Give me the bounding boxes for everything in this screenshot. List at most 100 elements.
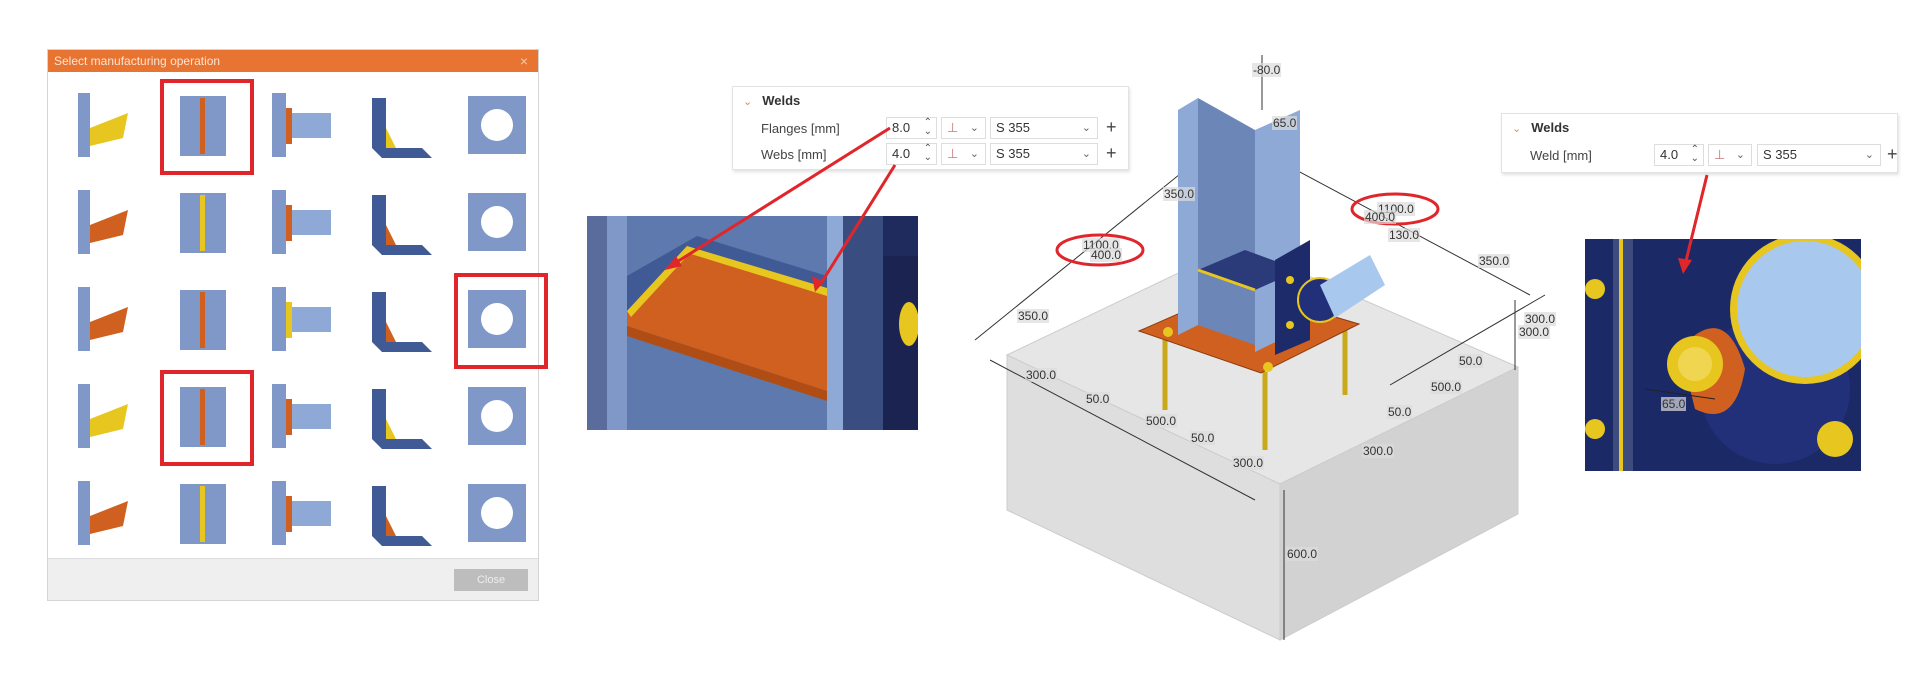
weld-label: Weld [mm]: [1530, 148, 1592, 163]
gusset-pipe-icon: [180, 289, 226, 350]
plate-with-hole-icon: [468, 95, 526, 154]
operation-grid: [56, 76, 548, 561]
chevron-down-icon: ⌄: [1735, 149, 1745, 161]
callout-arrows: [671, 126, 1709, 286]
column-splice-icon: [272, 189, 331, 254]
operation-tile-bolted-plate-angled[interactable]: [350, 367, 448, 464]
chevron-down-icon: ⌄: [1081, 122, 1091, 134]
add-icon[interactable]: +: [1887, 144, 1898, 164]
haunch-beam-icon: [272, 480, 331, 545]
pipe-elbow-icon: [78, 383, 128, 448]
welds-header[interactable]: ⌄ Welds: [1512, 120, 1569, 135]
weld-material-select[interactable]: S 355⌄: [990, 143, 1098, 165]
chevron-down-icon: ⌄: [969, 122, 979, 134]
dimension-label: 300.0: [1524, 312, 1557, 326]
column-bolted-plate-icon: [272, 286, 331, 351]
bolted-flange-plate-icon: [372, 194, 432, 255]
weld-material-select[interactable]: S 355 ⌄: [990, 117, 1098, 139]
add-icon[interactable]: +: [1106, 117, 1117, 137]
operation-tile-haunch-beam[interactable]: [252, 464, 350, 561]
fillet-weld-icon: ⊥: [1714, 147, 1726, 162]
spinner-icon[interactable]: ⌃⌄: [1690, 144, 1699, 164]
chevron-down-icon: ⌄: [969, 148, 979, 160]
operation-tile-grout-base[interactable]: [56, 464, 154, 561]
material-value: S 355: [996, 120, 1030, 135]
dialog-footer: Close: [48, 558, 538, 600]
operation-tile-plate-with-weld[interactable]: [154, 76, 254, 175]
operation-tile-end-plate-beam[interactable]: [252, 76, 350, 173]
stiffener-corner-icon: [372, 97, 432, 158]
add-icon[interactable]: +: [1106, 143, 1117, 163]
operation-tile-column-bracket[interactable]: [448, 464, 546, 561]
operation-tile-fin-plate-bolted[interactable]: [350, 270, 448, 367]
welds-header[interactable]: ⌄Welds: [743, 93, 800, 108]
fillet-weld-icon: ⊥: [947, 120, 959, 135]
concrete-block-side: [1279, 366, 1519, 641]
manufacturing-operation-dialog: Select manufacturing operation × Close: [47, 49, 548, 601]
operation-tile-truss-node[interactable]: [350, 464, 448, 561]
close-icon[interactable]: ×: [519, 53, 528, 69]
stiffener: [1198, 250, 1300, 290]
operation-tile-column-bolted-plate[interactable]: [252, 270, 350, 367]
highlight-ellipse: [1350, 192, 1440, 226]
weld-thickness-input[interactable]: 8.0⌃⌄: [886, 117, 937, 139]
operation-tile-bolted-beam-flange[interactable]: [448, 173, 546, 270]
weld-thickness-input[interactable]: 4.0⌃⌄: [886, 143, 937, 165]
weld-value: 4.0: [1660, 147, 1679, 162]
pipe-opening-icon: [180, 483, 226, 544]
bolted-plate-angled-icon: [372, 388, 432, 449]
pipe: [1320, 255, 1385, 318]
highlight-ellipse: [1055, 233, 1145, 267]
dimension-label: 65.0: [1272, 116, 1298, 130]
diagonal-bracing-icon: [78, 286, 128, 351]
spinner-icon[interactable]: ⌃⌄: [923, 117, 932, 137]
operation-tile-bolted-column-beam[interactable]: [56, 173, 154, 270]
operation-tile-pipe-opening[interactable]: [154, 464, 252, 561]
detail-render: [587, 216, 918, 430]
operation-tile-plate-weld-area[interactable]: [154, 367, 254, 466]
operation-tile-flange-weld[interactable]: [448, 367, 546, 464]
operation-tile-bolted-flange-plate[interactable]: [350, 173, 448, 270]
dialog-title: Select manufacturing operation: [54, 54, 221, 68]
anchor-bolts: [1162, 330, 1348, 450]
weld-type-select[interactable]: ⊥⌄: [1708, 144, 1752, 166]
welds-title: Welds: [1531, 120, 1570, 135]
dimension-label: 300.0: [1025, 368, 1058, 382]
operation-tile-base-plate-anchors[interactable]: [448, 270, 548, 369]
grout-base-icon: [78, 480, 128, 545]
weld-row-webs: Webs [mm] 4.0⌃⌄ ⊥⌄ S 355⌄ +: [733, 143, 1128, 167]
weld-material-select[interactable]: S 355⌄: [1757, 144, 1881, 166]
weld-label: Flanges [mm]: [761, 121, 840, 136]
end-plate-beam-icon: [272, 92, 331, 157]
operation-tile-stiffener-corner[interactable]: [350, 76, 448, 173]
operation-tile-beam-to-column-angle[interactable]: [56, 76, 154, 173]
column-flange: [1178, 98, 1198, 335]
dialog-title-bar: Select manufacturing operation ×: [48, 50, 538, 72]
dimension-label: -80.0: [1252, 63, 1282, 77]
dimension-label: 65.0: [1661, 397, 1687, 411]
weld-type-select[interactable]: ⊥⌄: [941, 143, 986, 165]
operation-tile-beam-splice-bolted[interactable]: [154, 173, 252, 270]
operation-tile-plate-with-hole[interactable]: [448, 76, 546, 173]
weld-thickness-input[interactable]: 4.0 ⌃⌄: [1654, 144, 1704, 166]
chevron-down-icon: ⌄: [1512, 123, 1522, 135]
dimension-label: 50.0: [1387, 405, 1413, 419]
spinner-icon[interactable]: ⌃⌄: [923, 143, 932, 163]
close-button[interactable]: Close: [454, 569, 528, 591]
operation-tile-gusset-pipe[interactable]: [154, 270, 252, 367]
beam-splice-bolted-icon: [180, 192, 226, 253]
weld-row: Weld [mm] 4.0⌃⌄ ⊥⌄ S 355⌄ +: [1502, 144, 1898, 168]
chevron-down-icon: ⌄: [743, 96, 753, 108]
operation-tile-pipe-elbow[interactable]: [56, 367, 154, 464]
column-bracket-icon: [468, 483, 526, 542]
dimension-label: 350.0: [1478, 254, 1511, 268]
operation-tile-column-splice[interactable]: [252, 173, 350, 270]
dimension-label: 500.0: [1430, 380, 1463, 394]
beam-cutout-icon: [272, 383, 331, 448]
operation-tile-beam-cutout[interactable]: [252, 367, 350, 464]
operation-tile-diagonal-bracing[interactable]: [56, 270, 154, 367]
weld-type-select[interactable]: ⊥⌄: [941, 117, 986, 139]
dimension-label: 50.0: [1458, 354, 1484, 368]
weld-label: Webs [mm]: [761, 147, 827, 162]
